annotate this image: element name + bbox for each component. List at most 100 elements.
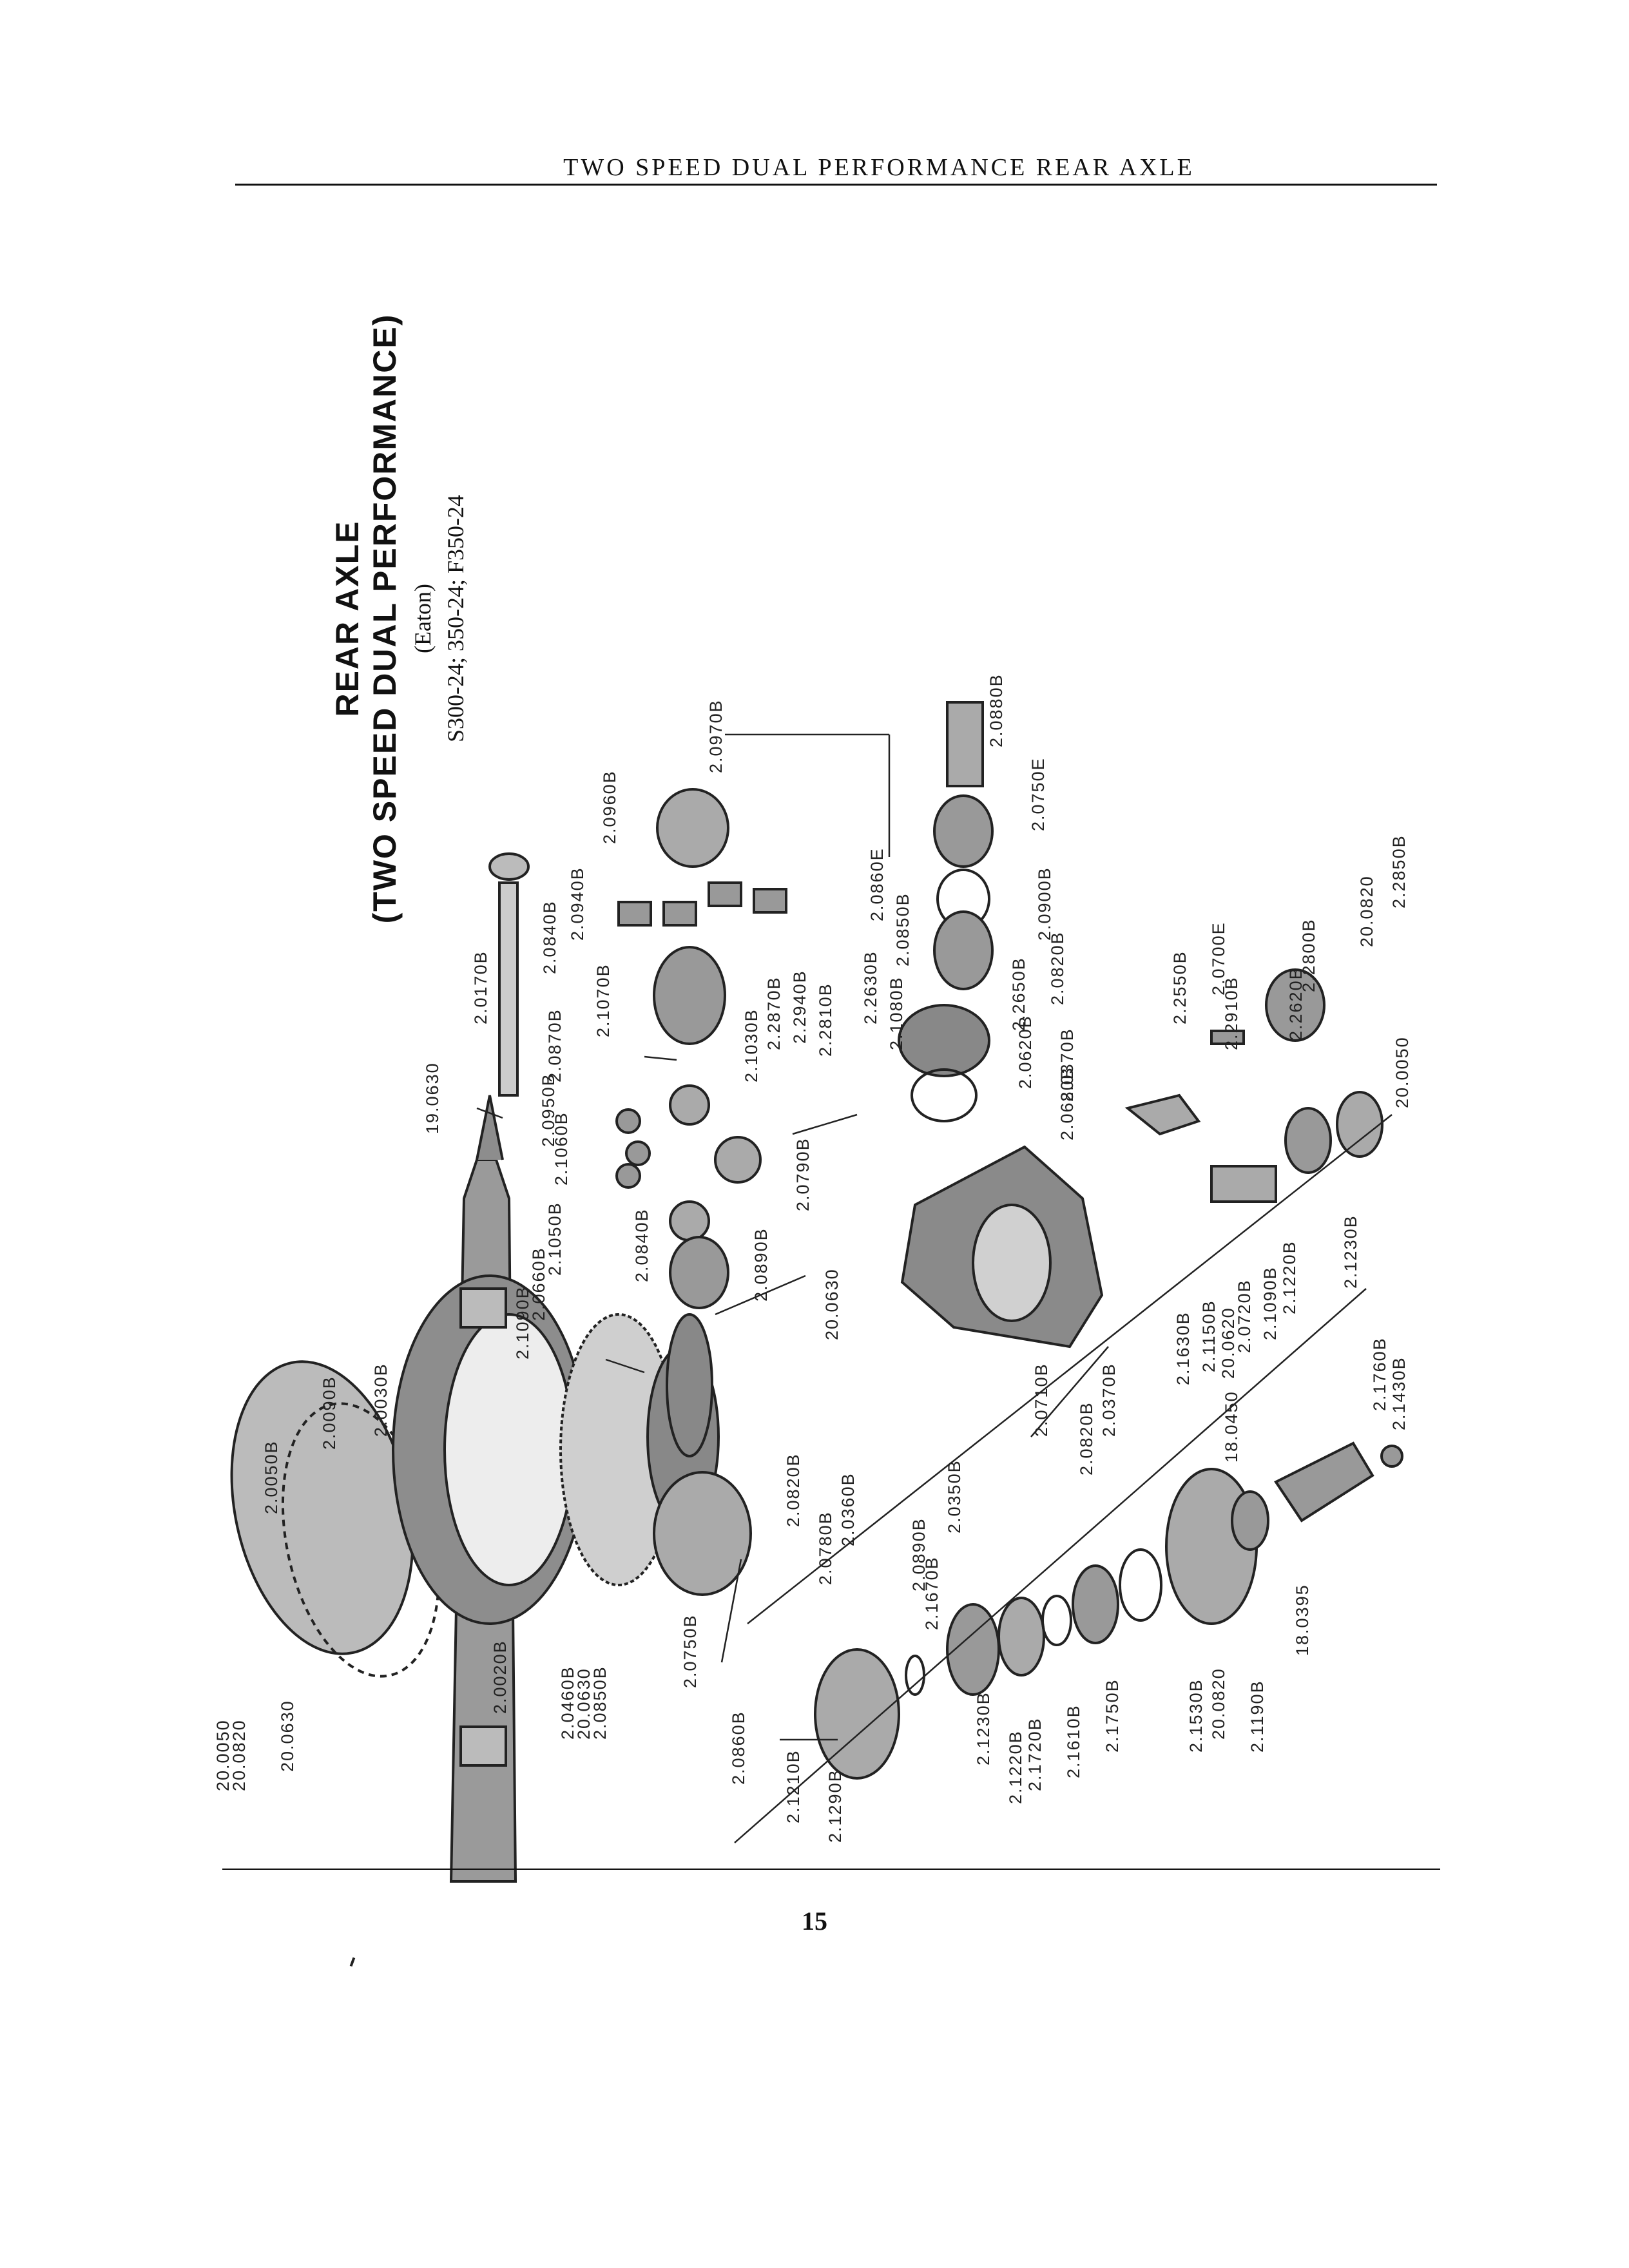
part-number-label: 2.0880B — [987, 673, 1006, 747]
part-number-label: 2.0970B — [706, 699, 726, 773]
diff-pinion-a — [615, 1108, 641, 1134]
diff-case-half — [669, 1236, 729, 1309]
bearing-cone-lower — [998, 1597, 1045, 1677]
part-number-label: 2.0790B — [793, 1137, 813, 1211]
companion-flange-yoke — [1274, 1441, 1374, 1523]
part-number-label: 2.0050B — [262, 1440, 281, 1514]
part-number-label: 2.2800B — [1299, 918, 1318, 992]
planet-pinion-4 — [753, 888, 787, 914]
part-number-label: 2.1530B — [1186, 1678, 1206, 1753]
shift-fork — [1124, 1093, 1201, 1136]
axle-tube-upper — [476, 1095, 504, 1160]
part-number-label: 2.0850B — [893, 892, 912, 966]
part-number-label: 2.0710B — [1032, 1363, 1051, 1437]
oil-seal-lower — [1119, 1548, 1162, 1622]
part-number-label: 20.0820 — [1209, 1667, 1228, 1740]
part-number-label: 2.1220B — [1280, 1240, 1299, 1314]
part-number-label: 2.0680B — [1057, 1066, 1077, 1140]
part-number-label: 19.0630 — [423, 1062, 442, 1134]
leader-lines — [476, 733, 1393, 1843]
part-number-label: 2.0820B — [1077, 1401, 1096, 1475]
housing-bowl-inner — [443, 1313, 575, 1586]
part-number-label: 20.0630 — [822, 1268, 842, 1340]
side-gear-lower — [669, 1200, 710, 1242]
part-number-label: 2.0460B — [558, 1666, 577, 1740]
part-number-label: 2.0090B — [320, 1376, 339, 1450]
part-number-label: 2.0350B — [945, 1459, 964, 1533]
flange-seal — [1231, 1490, 1269, 1551]
diff-ring — [666, 1313, 713, 1457]
part-number-label: 2.1430B — [1389, 1356, 1409, 1430]
part-number-label: 2.0370B — [1099, 1363, 1119, 1437]
pinion-seal — [911, 1068, 978, 1122]
part-number-label: 2.2650B — [1009, 957, 1028, 1031]
part-number-label: 2.1760B — [1370, 1337, 1389, 1411]
part-number-label: 2.1060B — [552, 1111, 571, 1186]
part-number-label: 2.0840B — [540, 900, 559, 974]
part-number-label: 20.0050 — [1393, 1036, 1412, 1108]
part-number-label: 2.1050B — [545, 1202, 564, 1276]
part-number-label: 2.0860B — [729, 1711, 748, 1785]
support-case — [656, 788, 729, 868]
part-number-label: 2.1230B — [1341, 1215, 1360, 1289]
pinion-cup — [933, 910, 994, 990]
part-number-label: 18.0395 — [1293, 1584, 1312, 1656]
spider-gear — [714, 1136, 762, 1184]
part-number-label: 2.1670B — [922, 1556, 941, 1630]
part-number-label: 2.0170B — [471, 950, 490, 1024]
shim — [905, 1655, 925, 1696]
part-number-label: 2.1090B — [1260, 1266, 1280, 1340]
pinion-bearing-right — [1284, 1107, 1332, 1174]
pinion-nut — [1380, 1445, 1403, 1468]
spring-seat-lower — [459, 1725, 507, 1767]
pinion-cage — [814, 1648, 900, 1780]
part-number-label: 2.1750B — [1103, 1678, 1122, 1753]
part-number-label: 2.2940B — [790, 970, 809, 1044]
part-number-label: 2.0960B — [600, 770, 619, 844]
part-number-label: 2.0840B — [632, 1208, 651, 1282]
part-number-label: 2.0360B — [838, 1472, 858, 1546]
planet-pinion-2 — [662, 901, 697, 927]
part-number-label: 2.1070B — [593, 963, 613, 1037]
part-number-label: 2.0700E — [1209, 921, 1228, 995]
part-number-label: 20.0620 — [1219, 1307, 1238, 1379]
part-number-label: 2.1150B — [1199, 1300, 1219, 1372]
bearing-lower-2 — [1072, 1564, 1119, 1644]
footer-rule — [222, 1869, 1440, 1870]
spacer-lower — [1041, 1595, 1072, 1646]
part-number-label: 18.0450 — [1222, 1390, 1241, 1463]
diff-pinion-b — [625, 1140, 651, 1166]
part-number-label: 20.0820 — [1357, 875, 1376, 947]
planet-pinion-1 — [617, 901, 652, 927]
part-number-label: 2.0890B — [751, 1227, 771, 1302]
pinion-bearing — [933, 794, 994, 868]
part-number-label: 2.1220B — [1006, 1730, 1025, 1804]
part-number-label: 2.0750E — [1028, 757, 1048, 831]
differential-case — [653, 1471, 752, 1596]
page-number: 15 — [802, 1907, 827, 1936]
part-number-label: 2.2810B — [816, 983, 835, 1057]
side-gear-upper — [669, 1084, 710, 1126]
part-number-label: 2.0850B — [590, 1666, 610, 1740]
diff-pinion-c — [615, 1163, 641, 1189]
part-number-label: 2.0030B — [371, 1363, 390, 1437]
part-number-label: 2.2910B — [1222, 976, 1241, 1050]
pinion-spline — [1210, 1165, 1277, 1203]
part-number-label: 2.0900B — [1035, 867, 1054, 941]
part-number-label: 2.1090B — [513, 1285, 532, 1360]
spring-seat-upper — [459, 1287, 507, 1329]
part-number-label: 2.1720B — [1025, 1717, 1045, 1791]
page-header-title: TWO SPEED DUAL PERFORMANCE REAR AXLE — [563, 154, 1195, 181]
axle-shaft — [498, 881, 519, 1097]
part-number-label: 2.1030B — [742, 1008, 761, 1082]
part-number-label: 20.0820 — [229, 1719, 249, 1791]
pinion-shaft — [946, 701, 984, 787]
part-number-label: 2.1230B — [974, 1691, 993, 1765]
axle-drawing — [230, 701, 1403, 1883]
part-number-label: 2.1210B — [784, 1749, 803, 1823]
axle-flange — [488, 852, 530, 881]
carrier-bore — [972, 1204, 1052, 1322]
part-number-label: 2.0820B — [1048, 931, 1067, 1005]
